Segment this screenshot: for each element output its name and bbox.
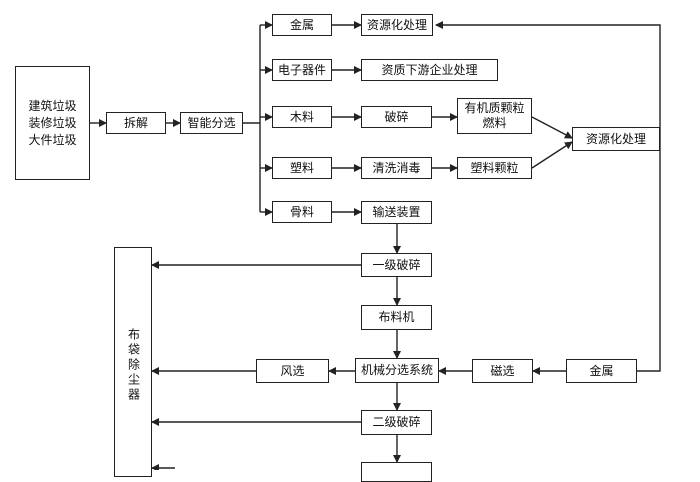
connector-arrows [90, 21, 661, 470]
node-electronics: 电子器件 [272, 59, 332, 81]
node-dismantle: 拆解 [106, 112, 166, 134]
node-waste: 建筑垃圾 装修垃圾 大件垃圾 [15, 66, 90, 180]
node-dust-collector: 布袋除尘器 [114, 247, 152, 477]
node-plastic-pellet: 塑料颗粒 [457, 157, 532, 179]
node-wind-sort: 风选 [256, 359, 329, 383]
node-metal-2: 金属 [566, 359, 637, 383]
node-downstream: 资质下游企业处理 [361, 59, 498, 81]
metal-return-line [435, 21, 661, 372]
node-bottom-partial [361, 462, 432, 482]
node-conveyor: 输送装置 [361, 201, 432, 224]
process-flow-diagram: 建筑垃圾 装修垃圾 大件垃圾 拆解 智能分选 金属 资源化处理 电子器件 资质下… [15, 14, 661, 482]
node-mag-sort: 磁选 [472, 359, 533, 383]
node-resource-1: 资源化处理 [361, 14, 433, 36]
node-plastic: 塑料 [272, 157, 332, 179]
node-smart-sort: 智能分选 [180, 112, 243, 134]
node-bone: 骨料 [272, 201, 332, 223]
node-clean: 清洗消毒 [361, 157, 432, 179]
node-crush-1: 一级破碎 [361, 253, 432, 277]
node-mech-sort: 机械分选系统 [355, 358, 439, 383]
node-resource-2: 资源化处理 [572, 127, 660, 151]
node-crush: 破碎 [361, 106, 432, 128]
node-metal: 金属 [272, 14, 332, 36]
node-wood: 木料 [272, 106, 332, 128]
node-organic-pellet: 有机质颗粒 燃料 [457, 98, 532, 134]
node-crush-2: 二级破碎 [361, 410, 432, 435]
dust-collector-label: 布袋除尘器 [126, 328, 141, 403]
node-spreader: 布料机 [361, 305, 432, 330]
